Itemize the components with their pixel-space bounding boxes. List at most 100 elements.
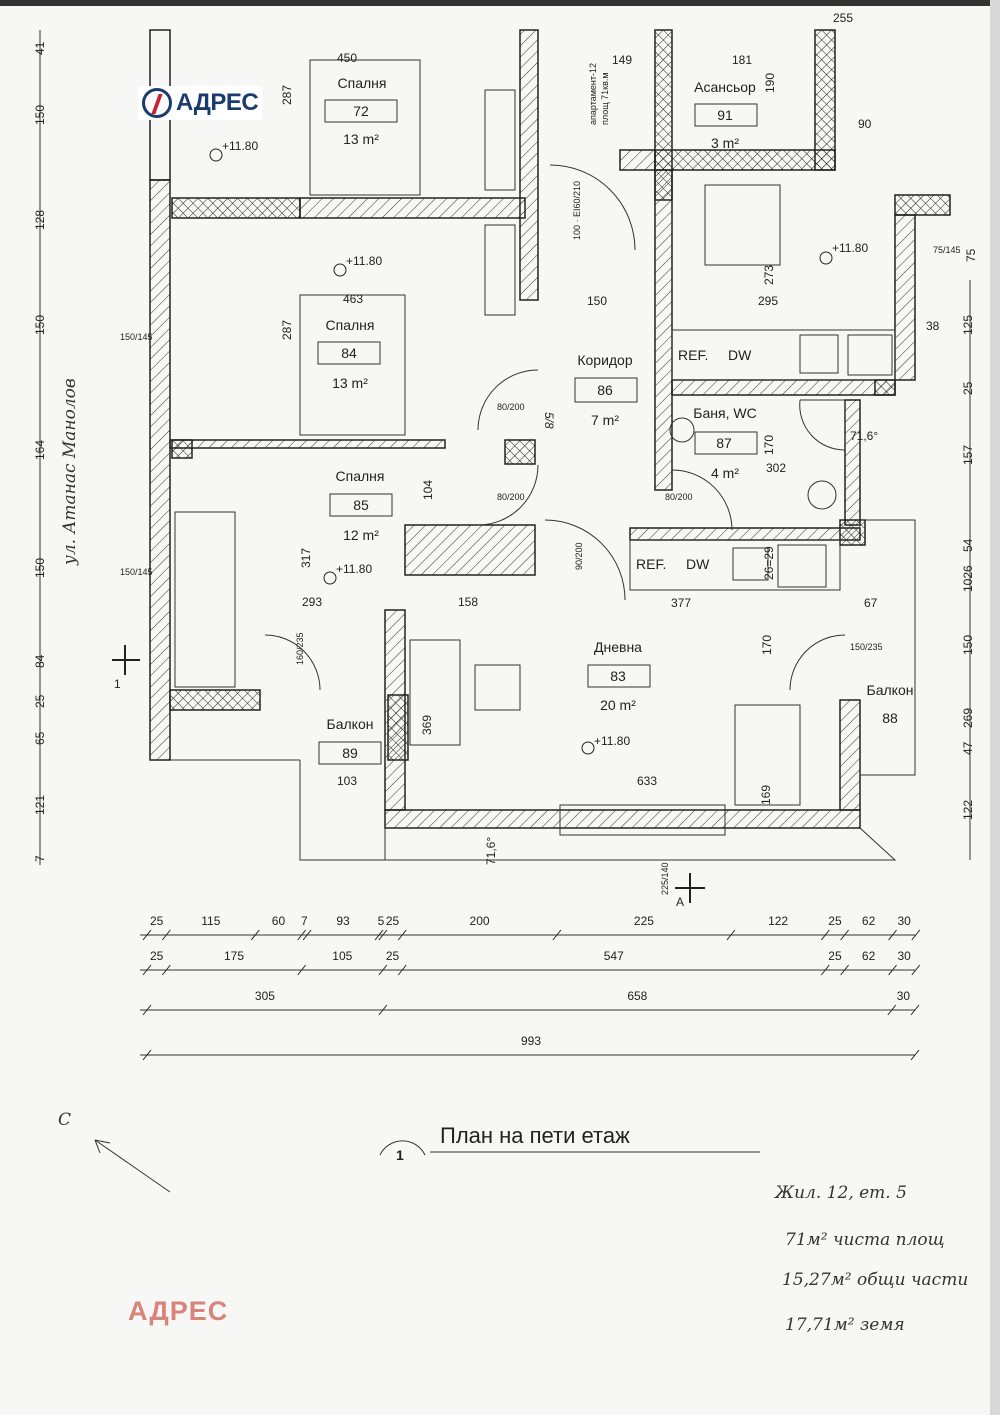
dim-value: 25	[828, 949, 842, 963]
bed-84	[299, 294, 406, 436]
dim: 302	[766, 461, 786, 475]
drawing-title: План на пети етаж	[440, 1123, 630, 1148]
elevation-text: +11.80	[594, 734, 630, 748]
room-area: 4 m²	[711, 465, 739, 481]
room-86: Коридор 86 7 m²	[574, 352, 638, 428]
dim: 71,6°	[850, 429, 878, 443]
room-number: 72	[353, 103, 369, 119]
terrace-outline	[384, 827, 897, 861]
north-arrow	[94, 1139, 171, 1193]
opening-labels: 80/200 80/200 80/200 90/200 150/145 150/…	[120, 181, 961, 895]
dining-table-living	[734, 704, 801, 806]
window-size: 75/145	[933, 245, 961, 255]
dim-tick	[840, 964, 850, 976]
elevation-mark: +11.80	[819, 241, 868, 265]
door-size: 150/235	[850, 642, 883, 652]
entry-door-size: 100 · EI60/210	[572, 181, 582, 240]
dim-tick	[397, 929, 407, 941]
wall-bearing	[171, 197, 301, 219]
dim-value: 5	[378, 914, 385, 928]
dim-value: 993	[521, 1034, 541, 1048]
door-size: 160/235	[295, 632, 305, 665]
dim: 121	[33, 795, 47, 815]
room-name: Дневна	[594, 639, 642, 655]
room-91: Асансьор 91 3 m²	[694, 79, 758, 151]
column	[894, 194, 951, 216]
wardrobe-hatched	[404, 524, 536, 576]
toilet	[807, 480, 837, 510]
wall-bedroom-corridor	[519, 29, 539, 301]
dim: 25	[33, 694, 47, 708]
dim: 169	[759, 785, 773, 805]
right-dimensions: 125 25 157 54 1026 150 269 47 122 75 38	[926, 248, 978, 820]
dim: 67	[864, 596, 878, 610]
wall-exterior-left	[149, 179, 171, 761]
dim: 5/8	[542, 412, 556, 429]
dim: 150	[33, 558, 47, 578]
walls	[149, 29, 951, 829]
dim-value: 25	[386, 949, 400, 963]
note-line: 15,27м² общи части	[782, 1270, 968, 1290]
dim-tick	[911, 964, 921, 976]
dim-tick	[910, 1049, 920, 1061]
dim-value: 30	[897, 949, 911, 963]
room-area: 13 m²	[332, 375, 368, 391]
dim-tick	[726, 929, 736, 941]
dim: 150	[33, 315, 47, 335]
dim-value: 305	[255, 989, 275, 1003]
wall-stub	[619, 149, 656, 171]
room-name: Спалня	[326, 317, 375, 333]
dim: 128	[33, 210, 47, 230]
dim-tick	[820, 964, 830, 976]
column	[874, 379, 896, 396]
stove-icon	[847, 334, 893, 376]
window-size: 150/145	[120, 332, 153, 342]
door-size: 80/200	[665, 492, 693, 502]
room-name: Спалня	[336, 468, 385, 484]
dining-table-kitchen	[704, 184, 781, 266]
wall-living-right	[839, 699, 861, 811]
watermark: АДРЕС	[128, 1296, 229, 1326]
room-83: Дневна 83 20 m²	[587, 639, 651, 713]
elevation-text: +11.80	[222, 139, 258, 153]
elevator-wall-right	[814, 29, 836, 171]
dim-tick	[302, 929, 312, 941]
elevation-mark: +11.80	[581, 734, 630, 755]
washbasin	[669, 417, 695, 443]
wall-exterior-right	[894, 214, 916, 381]
dim-value: 122	[768, 914, 788, 928]
sink-icon	[732, 547, 769, 581]
dim-value: 658	[627, 989, 647, 1003]
window-size: 150/145	[120, 567, 153, 577]
bed-72	[309, 59, 421, 196]
room-89: Балкон 89	[318, 716, 382, 765]
dim: 150	[961, 635, 975, 655]
appliances: REF. DW REF. DW	[636, 334, 893, 588]
dim: 170	[760, 635, 774, 655]
scan-edge	[990, 0, 1000, 1415]
balcony-88-outline	[860, 519, 916, 776]
dim-tick	[142, 964, 152, 976]
dim-tick	[378, 964, 388, 976]
dim-value: 25	[828, 914, 842, 928]
dim: 47	[961, 741, 975, 755]
dim-value: 62	[862, 949, 876, 963]
scan-edge	[0, 0, 1000, 6]
dim-tick	[297, 964, 307, 976]
dim-value: 115	[201, 914, 220, 928]
room-area: 13 m²	[343, 131, 379, 147]
door-size: 80/200	[497, 402, 525, 412]
fridge-label: REF.	[678, 347, 708, 363]
dim: 25	[961, 381, 975, 395]
dim-value: 30	[897, 914, 911, 928]
room-name: Асансьор	[694, 79, 756, 95]
brand-logo: АДРЕС	[138, 86, 263, 120]
dim-tick	[887, 1004, 897, 1016]
dim-tick	[374, 929, 384, 941]
dim-value: 30	[897, 989, 911, 1003]
dim: 1026	[961, 565, 975, 592]
dim-value: 25	[150, 949, 164, 963]
dim: 170	[762, 435, 776, 455]
